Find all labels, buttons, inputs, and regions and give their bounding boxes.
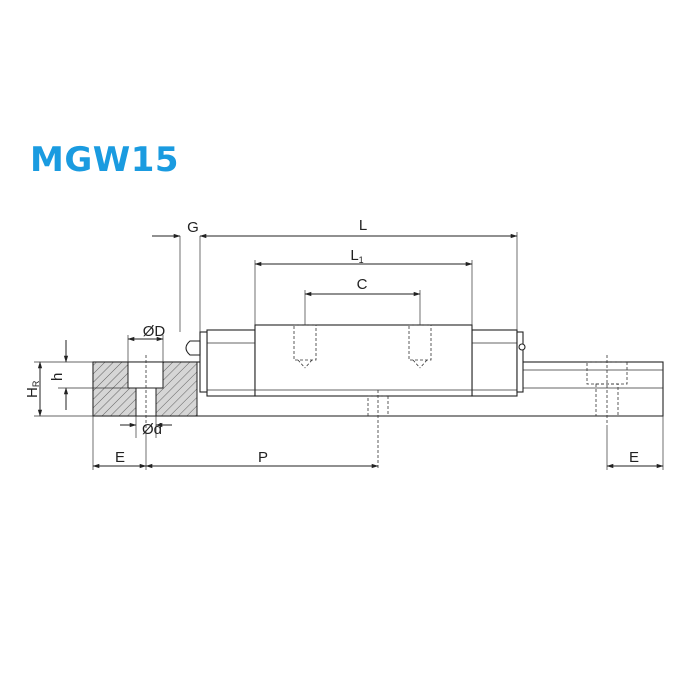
dim-hr: HR <box>24 361 93 417</box>
dim-bore-d-large: ØD <box>127 323 166 362</box>
dim-l-label: L <box>359 217 367 234</box>
dim-g-label: G <box>187 219 199 236</box>
dim-e-right-label: E <box>629 449 639 466</box>
dim-p-label: P <box>258 449 268 466</box>
dim-h-label: h <box>49 373 66 381</box>
dim-h: h <box>49 340 128 410</box>
dim-e-left: E <box>92 416 147 470</box>
dim-bore-d-large-label: ØD <box>143 323 166 340</box>
dim-c-label: C <box>357 276 368 293</box>
rail-mounting-hole <box>586 355 628 425</box>
rail-section-cut <box>92 355 198 430</box>
carriage-block <box>185 324 526 397</box>
dim-e-left-label: E <box>115 449 125 466</box>
dim-p: P <box>145 449 379 469</box>
dim-hr-label: HR <box>24 380 41 398</box>
dim-l1-label: L1 <box>350 247 363 265</box>
dim-bore-d-small: Ød <box>120 416 172 438</box>
dim-e-right: E <box>606 416 664 470</box>
dim-bore-d-small-label: Ød <box>142 421 162 438</box>
rail-hole-under-carriage <box>367 390 389 470</box>
product-title: MGW15 <box>30 140 180 180</box>
dim-l: L <box>210 217 518 330</box>
dim-l1: L1 <box>254 247 473 325</box>
dim-c: C <box>304 276 421 325</box>
